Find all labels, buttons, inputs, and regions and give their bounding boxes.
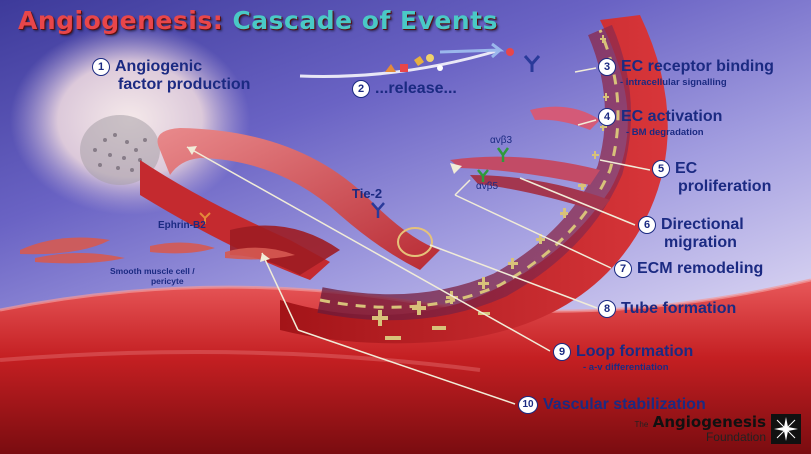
integrin-b3-label: αvβ3 <box>490 135 512 146</box>
step-label: Tube formation <box>621 300 736 317</box>
tie2-label: Tie-2 <box>352 186 382 201</box>
pericyte-text: pericyte <box>110 276 195 286</box>
step-number: 10 <box>518 396 538 414</box>
title-part-2: Cascade of Events <box>232 6 498 35</box>
ephrin-label: Ephrin-B2 <box>158 220 206 231</box>
step-label: EC receptor binding <box>621 58 774 75</box>
step-6: 6 Directional migration <box>638 216 744 252</box>
release-arrow <box>440 44 500 57</box>
step-5: 5 EC proliferation <box>652 160 771 196</box>
step-label: Vascular stabilization <box>543 396 706 413</box>
receptor-3 <box>525 56 539 72</box>
diagram-title: Angiogenesis: Cascade of Events <box>18 6 498 35</box>
release-streak <box>300 50 500 76</box>
step-number: 8 <box>598 300 616 318</box>
step-label: ...release... <box>375 80 457 97</box>
step-label: ECM remodeling <box>637 260 763 277</box>
step-sublabel: - BM degradation <box>626 127 722 138</box>
step-label: Loop formation <box>576 343 693 360</box>
step-number: 5 <box>652 160 670 178</box>
step-label-line2: migration <box>664 234 744 252</box>
smooth-muscle-label: Smooth muscle cell / pericyte <box>110 266 195 286</box>
step-7: 7 ECM remodeling <box>614 260 763 278</box>
step-label: Directional <box>661 216 744 233</box>
step-10: 10 Vascular stabilization <box>518 396 706 414</box>
step-label: EC <box>675 160 697 177</box>
step-number: 1 <box>92 58 110 76</box>
step-number: 4 <box>598 108 616 126</box>
step-number: 7 <box>614 260 632 278</box>
step-9: 9 Loop formation - a-v differentiation <box>553 343 693 373</box>
logo-name: Angiogenesis <box>653 413 766 431</box>
logo-foundation: Foundation <box>635 431 766 443</box>
logo-mark-icon <box>771 414 801 444</box>
step-4: 4 EC activation - BM degradation <box>598 108 722 138</box>
step-label-line2: factor production <box>118 76 250 94</box>
integrin-b5-label: αvβ5 <box>476 181 498 192</box>
step-label: Angiogenic <box>115 58 202 75</box>
step-1: 1 Angiogenic factor production <box>92 58 250 94</box>
step-number: 6 <box>638 216 656 234</box>
step-number: 2 <box>352 80 370 98</box>
step-label-line2: proliferation <box>678 178 771 196</box>
step-number: 9 <box>553 343 571 361</box>
step-number: 3 <box>598 58 616 76</box>
step-sublabel: - intracellular signalling <box>620 77 774 88</box>
smooth-muscle-text: Smooth muscle cell / <box>110 266 195 276</box>
logo-the: The <box>635 420 649 429</box>
title-part-1: Angiogenesis: <box>18 6 223 35</box>
step-sublabel: - a-v differentiation <box>583 362 693 373</box>
step-8: 8 Tube formation <box>598 300 736 318</box>
step-2: 2 ...release... <box>352 80 457 98</box>
step-label: EC activation <box>621 108 722 125</box>
foundation-logo: The Angiogenesis Foundation <box>635 414 801 444</box>
activation-sprout <box>530 107 600 130</box>
step-3: 3 EC receptor binding - intracellular sig… <box>598 58 774 88</box>
